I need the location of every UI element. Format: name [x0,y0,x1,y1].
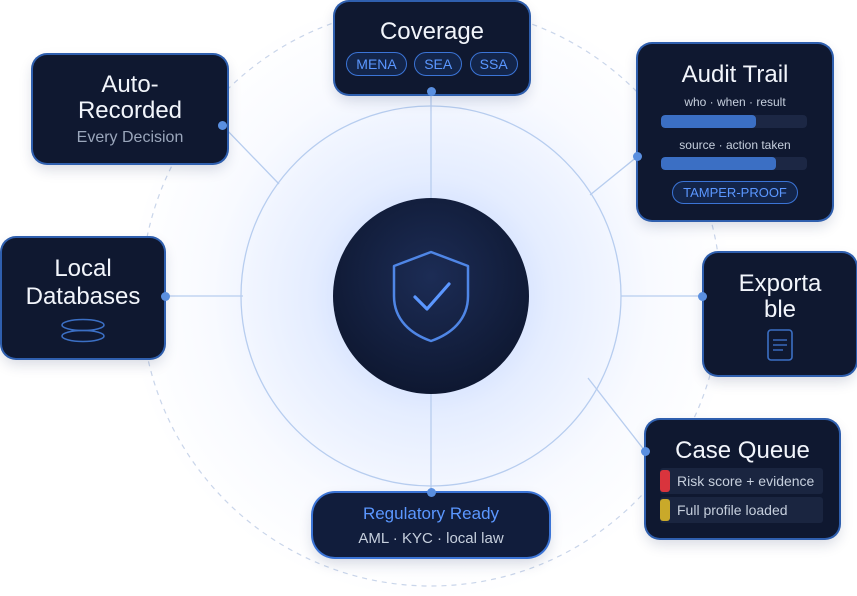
exportable-card: Exporta ble [704,253,856,375]
coverage-connector-dot [427,87,436,96]
auto-recorded-title-line1: Auto- [101,71,159,98]
connector-case-queue [587,377,646,452]
case-queue-title: Case Queue [675,437,810,464]
database-icon [61,318,105,343]
case-queue-item-label: Full profile loaded [677,502,788,518]
case-queue-item: Full profile loaded [660,497,823,523]
auto-recorded-card: Auto- Recorded Every Decision [33,55,227,163]
connector-auto-recorded [222,125,280,185]
region-pill-sea: SEA [414,52,463,76]
audit-bar-2 [661,157,807,170]
audit-trail-connector-dot [633,152,642,161]
audit-badge-wrap: TAMPER-PROOF [638,181,832,204]
local-databases-title-line2: Databases [25,283,141,310]
exportable-title-line2: ble [763,296,797,323]
hub [333,198,529,394]
audit-trail-title: Audit Trail [681,61,789,88]
auto-recorded-subtitle: Every Decision [76,129,184,146]
audit-row-label-2: source · action taken [679,138,791,152]
regulatory-ready-card: Regulatory Ready AML · KYC · local law [313,493,549,557]
audit-bar-2-fill [661,157,777,170]
regulatory-ready-title: Regulatory Ready [362,504,500,523]
audit-row-label-1: who · when · result [684,95,786,109]
case-queue-item: Risk score + evidence [660,468,823,494]
document-icon [767,329,793,361]
hub-disc [333,198,529,394]
exportable-title-line1: Exporta [738,270,822,297]
case-queue-card: Case Queue Risk score + evidence Full pr… [646,420,839,538]
coverage-card: Coverage MENA SEA SSA [335,2,529,94]
region-pill-ssa: SSA [469,52,518,76]
audit-bar-1 [661,115,807,128]
local-databases-title-line1: Local [54,255,112,282]
risk-status-marker [660,470,670,492]
exportable-connector-dot [698,292,707,301]
audit-trail-card: Audit Trail who · when · result source ·… [638,44,832,220]
region-pill-mena: MENA [346,52,407,76]
regulatory-connector-dot [427,488,436,497]
tamper-proof-badge: TAMPER-PROOF [672,181,798,204]
profile-status-marker [660,499,670,521]
case-queue-item-label: Risk score + evidence [677,473,815,489]
local-databases-connector-dot [161,292,170,301]
shield-check-icon [392,250,470,343]
regulatory-ready-subtitle: AML · KYC · local law [358,530,504,547]
connector-audit-trail [589,155,639,196]
local-databases-card: Local Databases [2,238,164,358]
coverage-title: Coverage [379,18,485,45]
auto-recorded-title-line2: Recorded [77,97,183,124]
audit-bar-1-fill [661,115,756,128]
case-queue-connector-dot [641,447,650,456]
auto-recorded-connector-dot [218,121,227,130]
coverage-regions: MENA SEA SSA [335,52,529,76]
